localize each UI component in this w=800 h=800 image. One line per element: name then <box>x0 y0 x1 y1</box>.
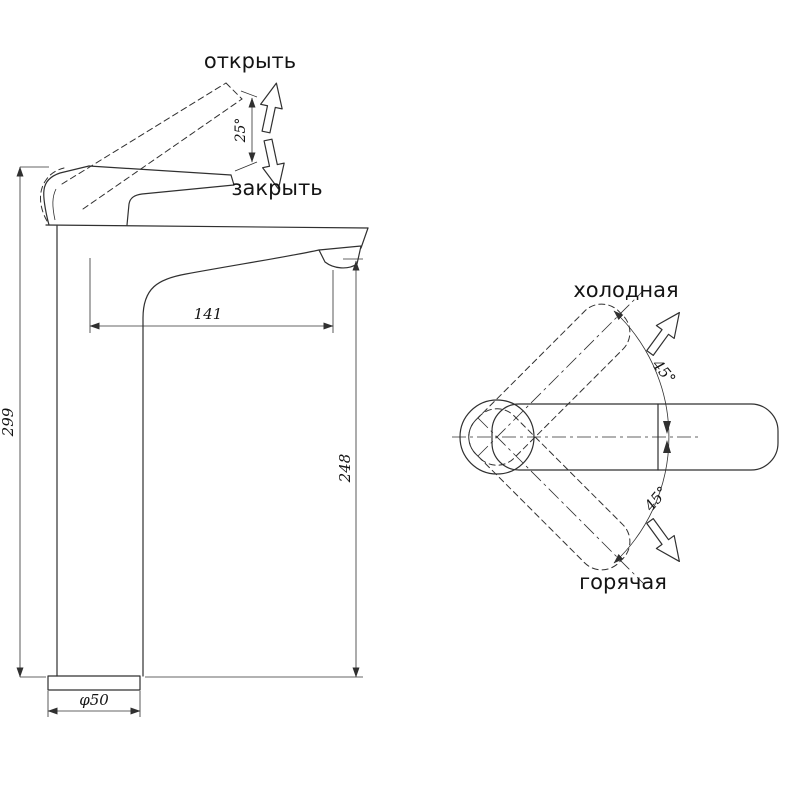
handle-open-position-dashed <box>40 82 243 222</box>
open-housing-arc <box>40 167 65 222</box>
top-view: 45° 45° холодная горячая <box>452 278 779 594</box>
angle-dim-text: 25° <box>233 118 249 144</box>
open-lever-tip <box>225 82 243 100</box>
open-lever-top-edge <box>61 82 227 185</box>
side-view-dimensions: 25° 141 299 248 φ50 <box>0 90 363 717</box>
cold-label: холодная <box>573 278 678 302</box>
lever-bottom-edge <box>126 184 235 226</box>
pivot-mark-top <box>663 421 671 434</box>
spout-underside <box>142 249 320 677</box>
spout-tip-face <box>360 227 369 249</box>
angle-ext-bottom <box>234 161 258 172</box>
lever-tip-face <box>230 174 235 186</box>
open-lever-bottom-edge <box>82 98 243 210</box>
angle-ext-top <box>240 90 258 98</box>
cold-angle-text: 45° <box>648 355 680 388</box>
faucet-outline <box>43 165 369 691</box>
body-top-edge <box>45 224 369 229</box>
handle-neutral-outline <box>491 403 779 471</box>
close-label: закрыть <box>231 176 322 200</box>
reach-dim-text: 141 <box>194 305 223 323</box>
spout-height-dim-text: 248 <box>336 454 354 484</box>
lever-top-edge <box>88 165 232 176</box>
open-label: открыть <box>204 49 296 73</box>
centerline-diagonal-up <box>477 289 645 457</box>
side-view: 25° 141 299 248 φ50 открыть закрыть <box>0 49 369 717</box>
handle-housing <box>43 165 90 226</box>
aerator-outline <box>318 245 362 269</box>
handle-housing-inner-line <box>52 188 57 221</box>
cold-direction-arrow-icon <box>646 311 680 356</box>
hot-angle-text: 45° <box>640 483 672 516</box>
height-dim-text: 299 <box>0 407 17 437</box>
close-direction-arrow-icon <box>262 138 285 190</box>
hot-label: горячая <box>579 570 667 594</box>
base-dim-text: φ50 <box>79 691 109 709</box>
open-direction-arrow-icon <box>260 82 283 134</box>
base-flange <box>47 675 141 691</box>
rotation-arc <box>613 310 670 564</box>
hot-direction-arrow-icon <box>646 518 680 563</box>
centerline-diagonal-down <box>477 417 645 585</box>
faucet-top-outline <box>459 399 779 475</box>
pivot-mark-bottom <box>663 440 671 453</box>
base-circle <box>459 399 535 475</box>
